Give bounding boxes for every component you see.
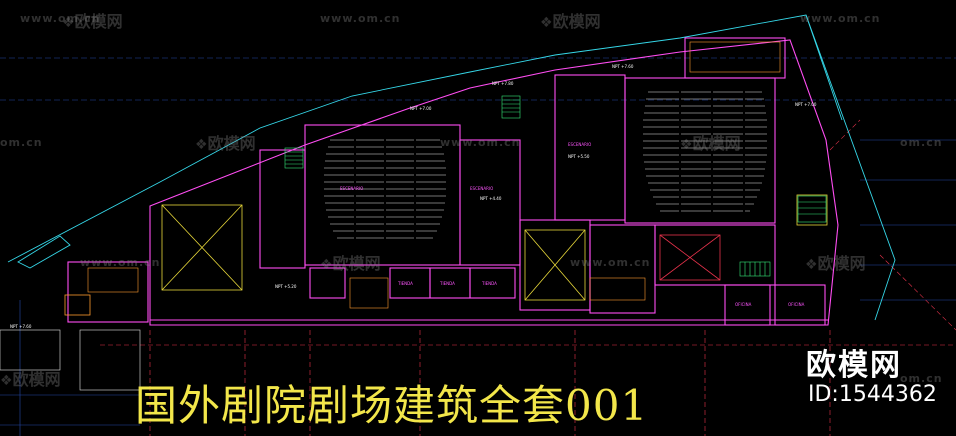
brand-id: ID:1544362 [808, 382, 937, 407]
red-axis-lines [100, 119, 956, 436]
building-walls [67, 37, 839, 326]
site-outline [7, 14, 896, 321]
level-markers: NPT +7.00 NPT +7.80 NPT +5.50 NPT +4.40 … [10, 64, 817, 329]
label-tienda-2: TIENDA [439, 281, 455, 286]
label-escenario-b: ESCENARIO [470, 186, 493, 191]
seating-right-auditorium [643, 88, 767, 215]
brand-logo-text: 欧模网 [806, 348, 902, 383]
seating-left-auditorium [324, 135, 446, 242]
level-marker-b: NPT +7.80 [492, 81, 514, 86]
room-labels: ESCENARIO ESCENARIO ESCENARIO TIENDA TIE… [340, 142, 805, 307]
label-tienda-3: TIENDA [481, 281, 497, 286]
stairs [284, 95, 827, 277]
level-marker-g: NPT +7.60 [10, 324, 32, 329]
level-marker-d: NPT +4.40 [480, 196, 502, 201]
furniture-blocks [0, 41, 781, 391]
label-oficina-1: OFICINA [735, 302, 752, 307]
label-oficina-2: OFICINA [788, 302, 805, 307]
level-marker-c: NPT +5.50 [568, 154, 590, 159]
structure [64, 194, 828, 316]
label-escenario-c: ESCENARIO [568, 142, 591, 147]
level-marker-a: NPT +7.00 [410, 106, 432, 111]
label-escenario-a: ESCENARIO [340, 186, 363, 191]
level-marker-e: NPT +7.60 [612, 64, 634, 69]
label-tienda-1: TIENDA [397, 281, 413, 286]
drawing-caption: 国外剧院剧场建筑全套001 [135, 381, 649, 430]
level-marker-h: NPT +5.20 [275, 284, 297, 289]
level-marker-f: NPT +7.00 [795, 102, 817, 107]
